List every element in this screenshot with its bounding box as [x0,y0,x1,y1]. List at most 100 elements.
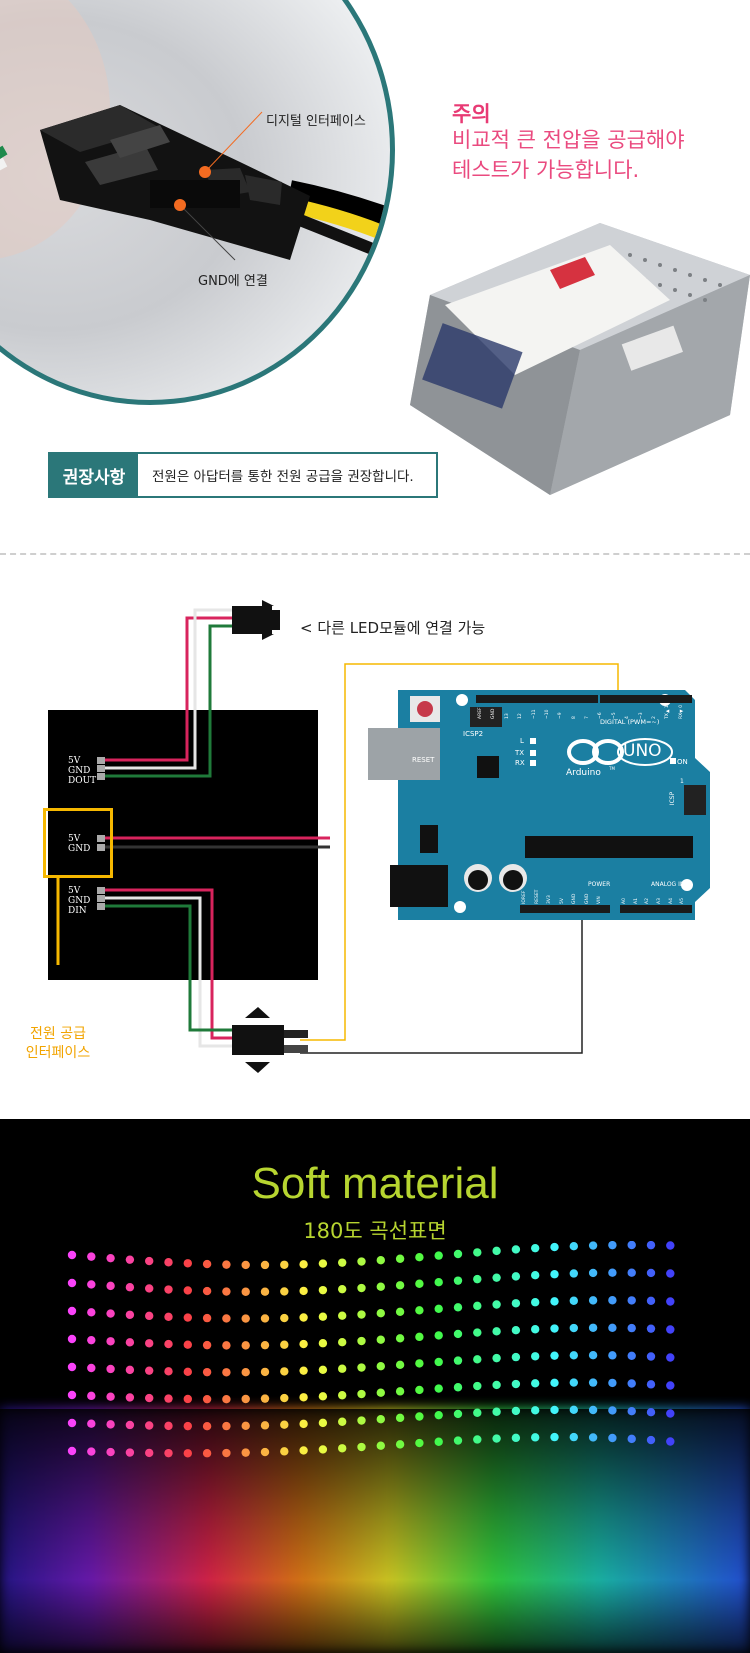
power-supply-image [410,223,750,495]
led-dot [453,1329,463,1339]
header-pin-label: TX▶1 [665,705,671,719]
led-dot [646,1408,656,1417]
led-dot [531,1433,540,1442]
led-dot [106,1447,115,1457]
led-dot [666,1297,675,1306]
led-dot [511,1433,521,1443]
led-dot [531,1298,540,1307]
led-dot [434,1384,443,1393]
soft-material-section: Soft material 180도 곡선표면 [0,1119,750,1653]
led-dot [145,1393,154,1403]
header-pin-label: 2 [651,716,657,719]
header-pin-label: GND [572,893,578,904]
led-dot [511,1325,521,1335]
led-dot [569,1323,578,1333]
header-pin-label: GND [491,708,497,719]
arduino-power-header-labels: IOREF RESET 3V3 5V GND GND VIN [522,888,610,904]
led-dot [357,1416,366,1425]
led-dot [145,1256,154,1266]
led-matrix-board [48,710,318,980]
header-pin-label: A3 [657,898,663,904]
header-pin-label: 8 [571,716,577,719]
bottom-jst-connector [232,1025,284,1055]
led-dot [280,1393,289,1403]
led-dot [666,1437,675,1446]
soft-material-title: Soft material [251,1159,499,1208]
led-dot [376,1282,385,1291]
header-pin-label: A4 [668,898,674,904]
led-dot [492,1246,501,1256]
led-dot [338,1391,347,1400]
led-dot [434,1251,443,1260]
led-dot [453,1383,463,1392]
wiring-svg [56,600,710,1073]
led-dot [202,1340,212,1350]
led-dot [241,1394,250,1404]
led-dot [222,1421,231,1431]
led-dot [376,1362,385,1371]
led-dot [106,1364,115,1374]
arduino-icsp2-label: ICSP2 [463,730,484,738]
led-dot [299,1366,308,1375]
recommend-tag: 권장사항 [50,454,138,496]
arduino-brand-label: Arduino [566,768,601,778]
led-dot [241,1448,250,1457]
led-dot [318,1339,328,1348]
led-dot [511,1299,521,1308]
pin-label-5v: 5V [68,834,81,844]
arduino-power-label: POWER [588,881,611,888]
led-dot [627,1406,636,1416]
led-dot [588,1323,598,1332]
led-dot [67,1334,77,1344]
led-dot [67,1306,77,1316]
led-dot [318,1445,328,1454]
led-dot [280,1287,289,1296]
led-dot [531,1271,540,1280]
led-dot [453,1303,463,1312]
led-dot [434,1304,443,1313]
led-dot [627,1379,636,1388]
led-dot [646,1268,656,1278]
header-pin-label: A2 [645,898,651,904]
led-dot [202,1286,212,1296]
led-dot [260,1260,270,1270]
led-dot [222,1394,231,1404]
led-dot [338,1311,347,1320]
led-dot [531,1325,540,1334]
led-dot [376,1415,385,1424]
arduino-analog-label: ANALOG IN [651,881,685,888]
led-dot [415,1412,424,1421]
led-dot [376,1256,385,1265]
led-dot [550,1405,559,1415]
led-dot [241,1421,250,1431]
arduino-analog-header-labels: A0 A1 A2 A3 A4 A5 [622,890,692,904]
led-dot [357,1363,366,1372]
digital-interface-dot [199,166,211,178]
led-dot [125,1283,135,1292]
led-dot [299,1446,308,1455]
led-dot [357,1310,366,1319]
led-dot [164,1448,173,1458]
led-dot [145,1366,154,1375]
led-dot [299,1393,308,1402]
led-dot [260,1447,270,1457]
led-dot [357,1442,366,1452]
header-pin-label: 5V [559,898,565,904]
led-dot [608,1241,617,1250]
top-jst-connector [232,606,272,634]
led-dot [666,1241,675,1250]
led-dot [473,1408,482,1417]
led-dot [453,1276,463,1285]
led-dot [106,1281,115,1291]
led-dot [164,1285,173,1294]
led-dot [106,1420,115,1429]
led-dot [318,1365,328,1374]
led-dot [608,1433,617,1443]
led-dot [569,1269,578,1278]
led-dot [415,1385,424,1395]
led-dot [415,1253,424,1262]
led-dot [453,1249,463,1259]
caution-body: 비교적 큰 전압을 공급해야 테스트가 가능합니다. [452,128,685,182]
led-dot [87,1363,96,1373]
led-dot [492,1434,501,1443]
